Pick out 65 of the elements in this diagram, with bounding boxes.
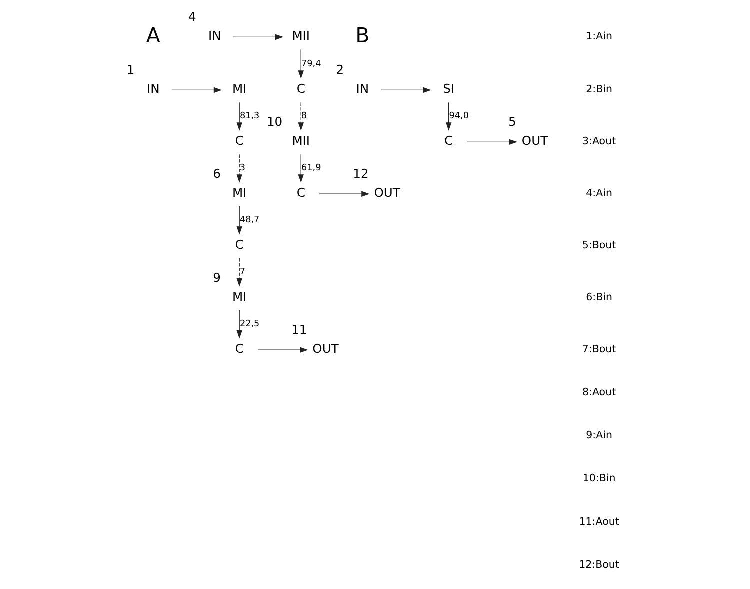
- arrow: [236, 206, 242, 235]
- arrow: [236, 102, 242, 131]
- arrow: [236, 258, 242, 287]
- node-text: IN: [356, 82, 369, 96]
- node-text: SI: [442, 82, 454, 96]
- label: 12:Bout: [578, 558, 619, 571]
- arrow: [236, 154, 242, 183]
- node-text: C: [234, 238, 244, 252]
- arrow: [171, 87, 222, 94]
- label: 3:Aout: [582, 136, 616, 148]
- edge-label: 7: [239, 267, 245, 278]
- node-label: 10: [266, 115, 282, 130]
- arrow: [257, 347, 308, 353]
- node-text: C: [234, 342, 244, 356]
- label: 7:Bout: [582, 343, 616, 356]
- node-text: OUT: [521, 134, 548, 148]
- label: 4:Ain: [586, 188, 612, 200]
- node-text: C: [444, 134, 453, 148]
- arrow: [318, 191, 370, 198]
- label: 1:Ain: [586, 30, 612, 43]
- edge-label: 61,9: [301, 163, 321, 174]
- node-text: MI: [232, 82, 246, 96]
- node-label: 1: [126, 63, 134, 78]
- label: 2:Bin: [586, 84, 612, 96]
- edge-label: 79,4: [301, 60, 321, 70]
- node-text: C: [296, 186, 305, 200]
- node-text: C: [296, 82, 305, 96]
- node-label: 12: [352, 167, 368, 181]
- node-label: 5: [508, 115, 516, 130]
- arrow: [298, 102, 304, 131]
- node-text: MI: [232, 186, 246, 200]
- node-text: C: [234, 134, 244, 148]
- node-text: MII: [292, 134, 310, 148]
- arrow: [445, 102, 452, 131]
- label: 10:Bin: [582, 472, 616, 485]
- label: B: [355, 23, 370, 48]
- edge-label: 3: [239, 163, 245, 174]
- edge-label: 48,7: [239, 215, 260, 226]
- arrow: [232, 34, 284, 40]
- node-text: IN: [146, 82, 160, 96]
- arrow: [298, 154, 304, 183]
- node-label: 9: [212, 270, 220, 285]
- label: 8:Aout: [582, 386, 616, 399]
- edge-label: 81,3: [239, 112, 260, 122]
- edge-label: 8: [300, 112, 307, 122]
- edge-label: 94,0: [448, 112, 468, 122]
- arrow: [466, 139, 518, 146]
- label: 9:Ain: [586, 430, 612, 442]
- label: A: [146, 23, 160, 48]
- node-text: OUT: [374, 186, 400, 200]
- label: 11:Aout: [578, 516, 619, 528]
- node-text: IN: [208, 29, 221, 44]
- node-label: 6: [212, 167, 220, 181]
- label: 6:Bin: [586, 291, 612, 304]
- arrow: [298, 49, 304, 79]
- node-text: MI: [232, 290, 246, 304]
- node-label: 11: [291, 322, 307, 337]
- node-label: 2: [336, 63, 344, 78]
- arrow: [380, 87, 431, 94]
- node-text: OUT: [312, 342, 338, 356]
- label: 5:Bout: [582, 240, 616, 252]
- arrow: [236, 310, 242, 339]
- edge-label: 22,5: [239, 319, 260, 330]
- node-text: MII: [292, 29, 310, 44]
- node-label: 4: [188, 10, 196, 24]
